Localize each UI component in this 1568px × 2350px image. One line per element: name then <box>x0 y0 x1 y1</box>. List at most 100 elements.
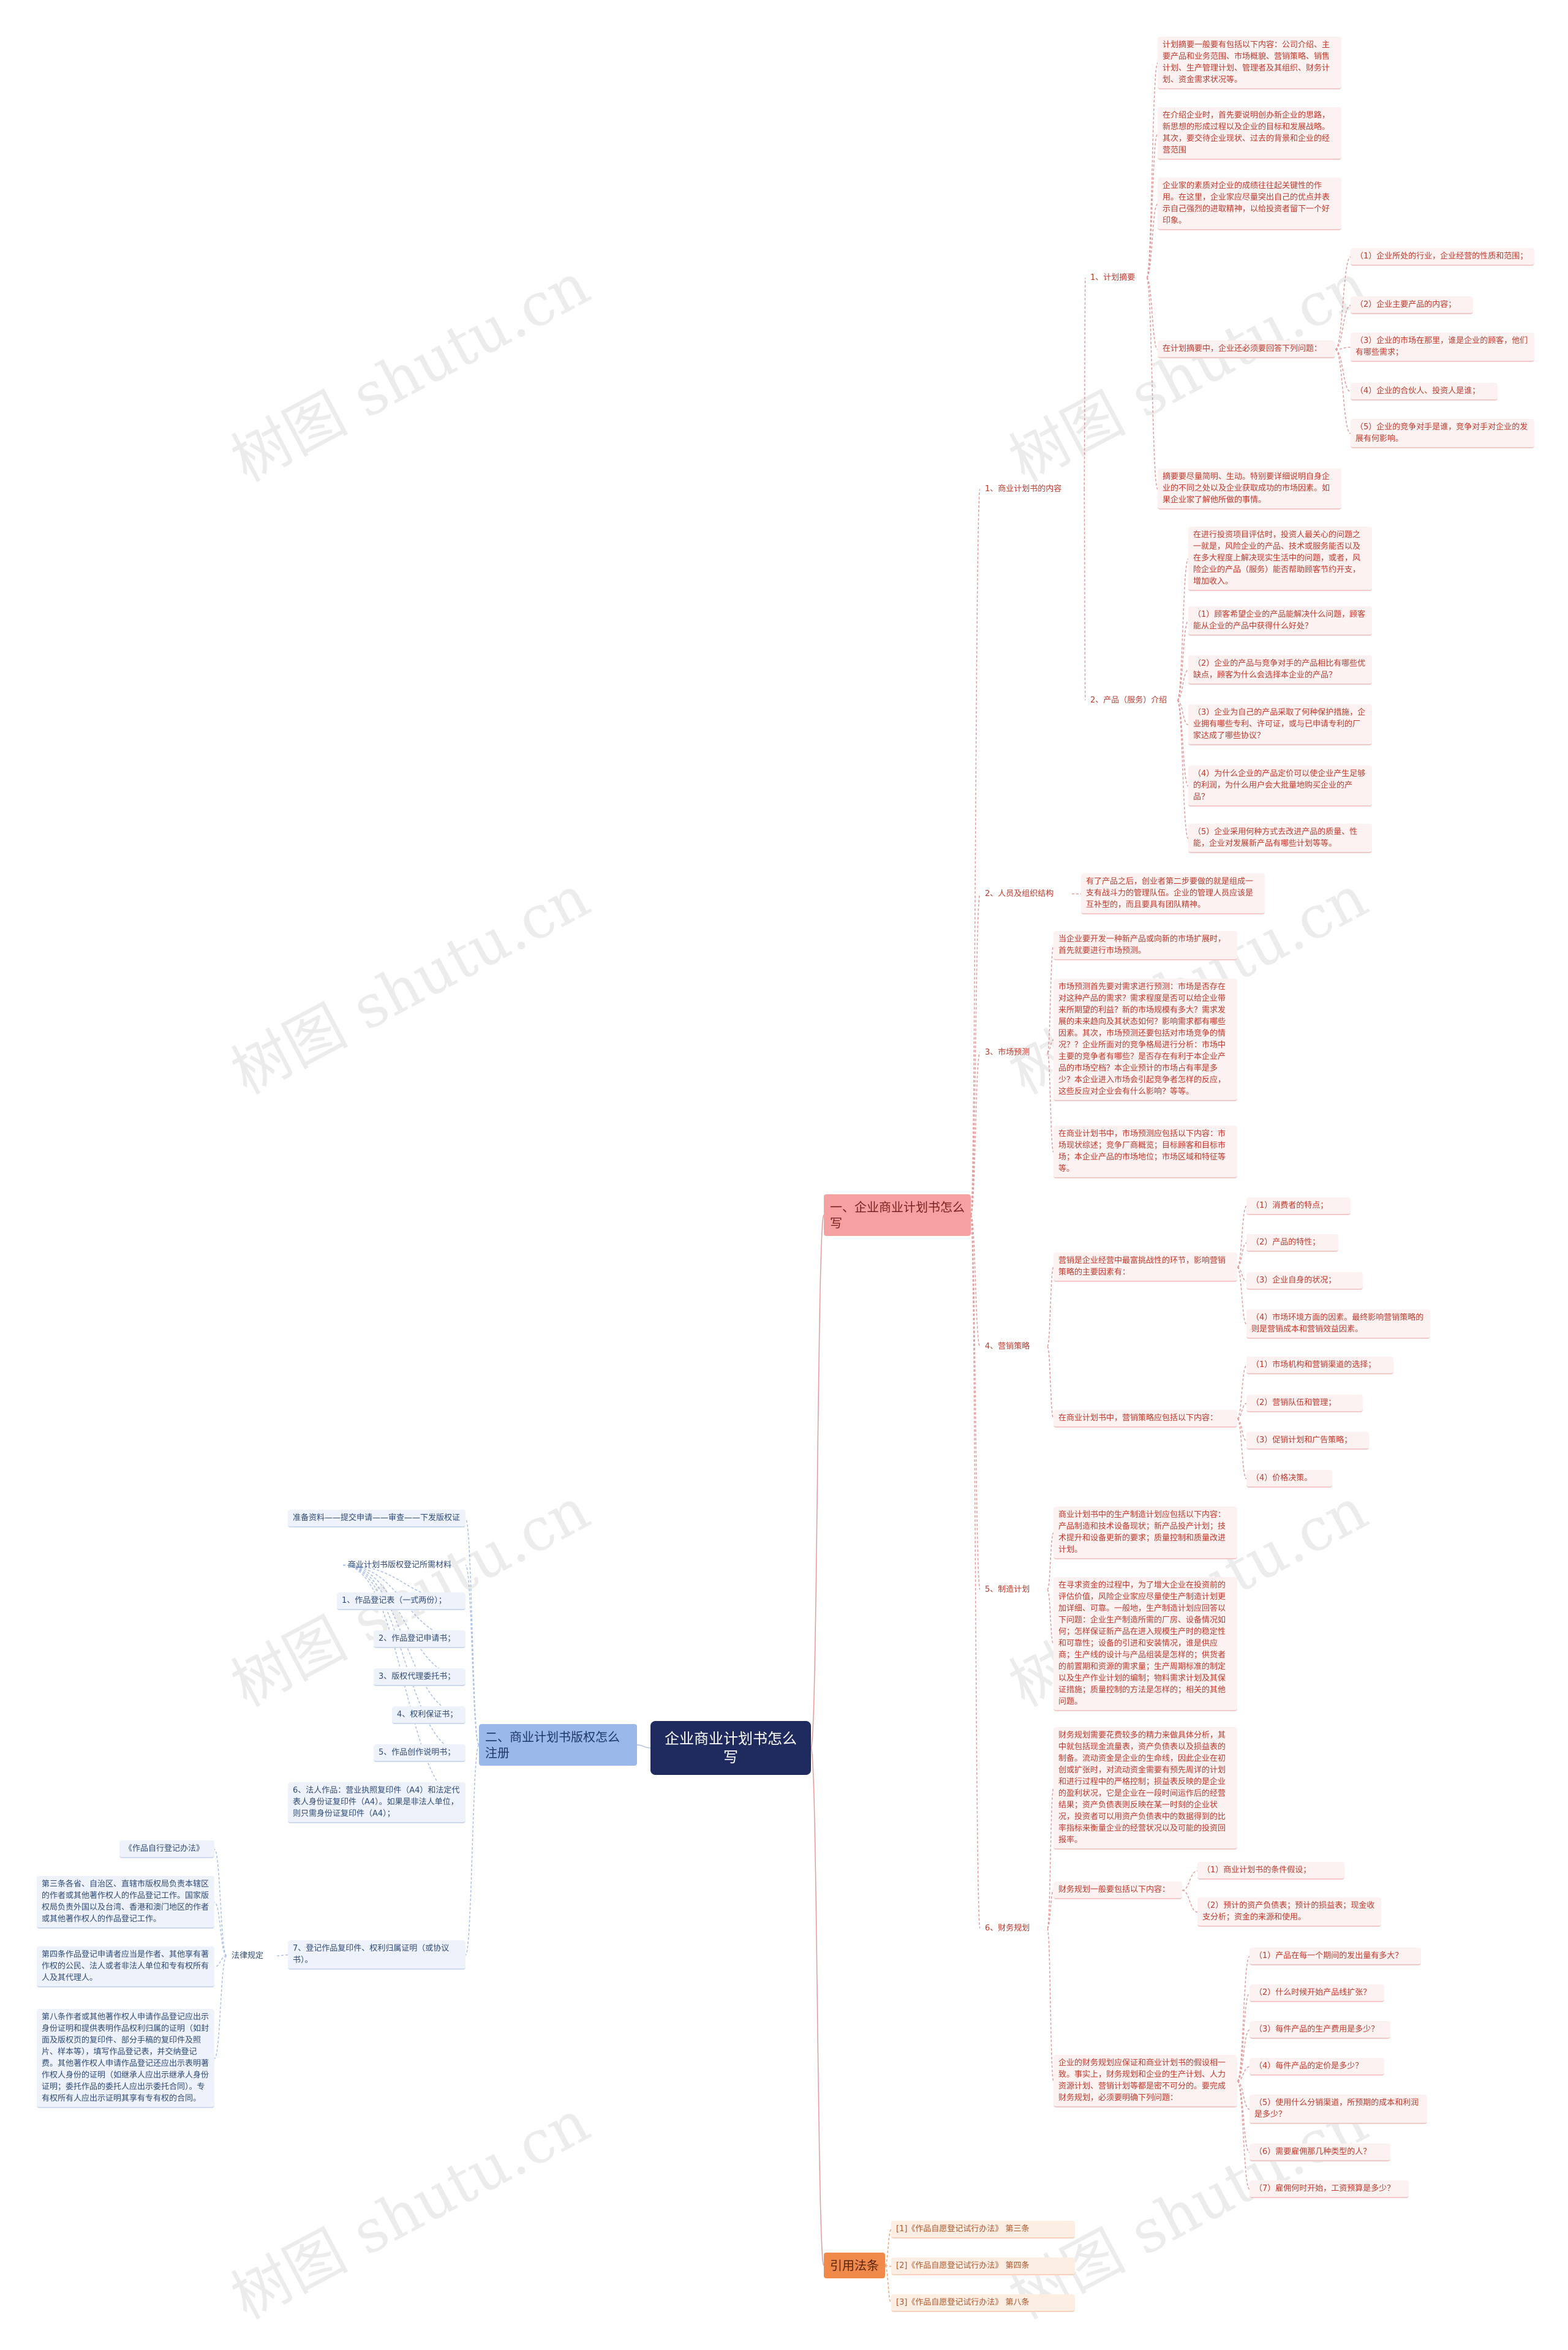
material-item: 7、登记作品复印件、权利归属证明（或协议书）。 <box>288 1940 466 1970</box>
finance-assumption-text: 企业的财务规划应保证和商业计划书的假设相一致。事实上，财务规划和企业的生产计划、… <box>1054 2055 1237 2107</box>
connector-line <box>1146 62 1158 279</box>
connector-line <box>1237 1267 1247 1282</box>
law-article: 第八条作者或其他著作权人申请作品登记应出示身份证明和提供表明作品权利归属的证明（… <box>37 2009 214 2108</box>
summary-contents-text: 计划摘要一般要有包括以下内容：公司介绍、主要产品和业务范围、市场概貌、营销策略、… <box>1158 37 1341 89</box>
section-market-forecast[interactable]: 3、市场预测 <box>985 1048 1030 1057</box>
product-question: （4）为什么企业的产品定价可以使企业产生足够的利润，为什么用户会大批量地购买企业… <box>1188 766 1372 807</box>
branch-references[interactable]: 引用法条 <box>824 2253 885 2278</box>
connector-line <box>1335 304 1351 350</box>
finance-overview-text: 财务规划需要花费较多的精力来做具体分析，其中就包括现金流量表，资产负债表以及损益… <box>1054 1727 1237 1850</box>
market-demand-text: 市场预测首先要对需求进行预测：市场是否存在对这种产品的需求？需求程度是否可以给企… <box>1054 979 1237 1101</box>
summary-question: （4）企业的合伙人、投资人是谁； <box>1351 383 1498 401</box>
product-intro-text: 在进行投资项目评估时，投资人最关心的问题之一就是，风险企业的产品、技术或服务能否… <box>1188 527 1372 591</box>
law-provisions[interactable]: 法律规定 <box>232 1951 264 1960</box>
connector-line <box>1047 1589 1054 1645</box>
product-question: （3）企业为自己的产品采取了何种保护措施，企业拥有哪些专利、许可证，或与已申请专… <box>1188 704 1372 745</box>
marketing-factor: （3）企业自身的状况； <box>1246 1272 1363 1290</box>
branch-copyright-register[interactable]: 二、商业计划书版权怎么注册 <box>479 1724 637 1766</box>
connector-line <box>970 893 981 1216</box>
reference-item[interactable]: [3]《作品自愿登记试行办法》 第八条 <box>891 2294 1075 2312</box>
connector-line <box>1047 1039 1054 1053</box>
plan-summary[interactable]: 1、计划摘要 <box>1090 273 1136 282</box>
connector-line <box>810 1747 824 2266</box>
summary-question: （5）企业的竞争对手是谁，竞争对手对企业的发展有何影响。 <box>1351 419 1534 448</box>
finance-contents-text: 财务规划一般要包括以下内容： <box>1054 1881 1182 1899</box>
connector-line <box>1084 277 1086 490</box>
connector-line <box>1047 1346 1054 1420</box>
connector-line <box>1047 1889 1054 1929</box>
connector-line <box>884 2265 892 2304</box>
finance-question: （1）产品在每一个期间的发出量有多大？ <box>1250 1948 1421 1965</box>
manufacturing-contents-text: 商业计划书中的生产制造计划应包括以下内容：产品制造和技术设备现状；新产品投产计划… <box>1054 1507 1237 1559</box>
connector-line <box>1047 1052 1054 1153</box>
summary-question: （3）企业的市场在那里，谁是企业的顾客，他们有哪些需求； <box>1351 333 1534 362</box>
summary-question: （2）企业主要产品的内容； <box>1351 296 1473 314</box>
marketing-item: （3）促销计划和广告策略； <box>1246 1432 1369 1450</box>
connector-line <box>214 1848 227 1957</box>
marketing-factor: （1）消费者的特点； <box>1246 1197 1351 1215</box>
registration-steps: 准备资料——提交申请——审查——下发版权证 <box>288 1510 466 1527</box>
section-finance[interactable]: 6、财务规划 <box>985 1924 1030 1933</box>
connector-line <box>1047 945 1054 1053</box>
connector-line <box>1237 1403 1247 1420</box>
finance-question: （4）每件产品的定价是多少？ <box>1250 2058 1384 2076</box>
connector-line <box>1177 558 1189 701</box>
connector-line <box>342 1564 466 1678</box>
finance-question: （2）什么时候开始产品线扩张？ <box>1250 1984 1384 2002</box>
marketing-item: （1）市场机构和营销渠道的选择； <box>1246 1357 1393 1374</box>
branch-write-plan[interactable]: 一、企业商业计划书怎么写 <box>824 1194 971 1236</box>
connector-line <box>1047 1788 1054 1929</box>
connector-line <box>1177 699 1189 726</box>
connector-line <box>1047 1267 1054 1347</box>
reference-item[interactable]: [2]《作品自愿登记试行办法》 第四条 <box>891 2258 1075 2275</box>
connector-line <box>1237 1956 1250 2082</box>
reference-item[interactable]: [1]《作品自愿登记试行办法》 第三条 <box>891 2221 1075 2239</box>
summary-concise-text: 摘要要尽量简明、生动。特别要详细说明自身企业的不同之处以及企业获取成功的市场因素… <box>1158 469 1341 510</box>
material-item: 4、权利保证书； <box>392 1706 466 1724</box>
law-title: 《作品自行登记办法》 <box>119 1840 214 1858</box>
section-plan-contents[interactable]: 1、商业计划书的内容 <box>985 484 1062 494</box>
connector-line <box>970 1215 981 1929</box>
product-intro[interactable]: 2、产品（服务）介绍 <box>1090 696 1167 705</box>
finance-item: （1）商业计划书的条件假设； <box>1197 1862 1344 1880</box>
connector-line <box>214 1955 227 1968</box>
connector-line <box>465 1518 480 1746</box>
material-item: 5、作品创作说明书； <box>374 1744 466 1762</box>
product-question: （2）企业的产品与竞争对手的产品相比有哪些优缺点，顾客为什么会选择本企业的产品？ <box>1188 655 1372 685</box>
registration-materials[interactable]: 商业计划书版权登记所需材料 <box>348 1561 452 1570</box>
connector-line <box>1237 2081 1250 2190</box>
connector-line <box>1237 1205 1247 1268</box>
connector-line <box>1182 1870 1198 1891</box>
marketing-factor: （2）产品的特性； <box>1246 1234 1338 1252</box>
material-item: 1、作品登记表（一式两份）； <box>337 1592 466 1610</box>
marketing-contents-text: 在商业计划书中，营销策略应包括以下内容： <box>1054 1410 1237 1428</box>
connector-line <box>1237 1418 1247 1480</box>
personnel-text: 有了产品之后，创业者第二步要做的就是组成一支有战斗力的管理队伍。企业的管理人员应… <box>1081 873 1265 914</box>
connector-line <box>1177 699 1189 839</box>
connector-line <box>465 1564 480 1746</box>
connector-line <box>1237 1267 1247 1325</box>
finance-item: （2）预计的资产负债表；预计的损益表；现金收支分析；资金的来源和使用。 <box>1197 1897 1381 1927</box>
connector-line <box>810 1215 824 1749</box>
section-manufacturing[interactable]: 5、制造计划 <box>985 1585 1030 1594</box>
connector-line <box>1047 1927 1054 2082</box>
connector-line <box>1177 620 1189 701</box>
connector-line <box>1047 1532 1054 1591</box>
connector-line <box>970 1052 981 1216</box>
connector-line <box>1335 348 1351 393</box>
marketing-factors-text: 营销是企业经营中最富挑战性的环节，影响营销策略的主要因素有： <box>1054 1252 1237 1282</box>
summary-question: （1）企业所处的行业，企业经营的性质和范围； <box>1351 248 1534 266</box>
material-item: 3、版权代理委托书； <box>374 1668 466 1686</box>
connector-line <box>970 488 981 1216</box>
finance-question: （5）使用什么分销渠道，所预期的成本和利润是多少？ <box>1250 2095 1427 2124</box>
connector-line <box>884 2229 892 2266</box>
connector-line <box>214 1955 227 2059</box>
market-contents-text: 在商业计划书中，市场预测应包括以下内容：市场现状综述；竞争厂商概览；目标顾客和目… <box>1054 1126 1237 1178</box>
section-personnel[interactable]: 2、人员及组织结构 <box>985 889 1054 898</box>
connector-line <box>1237 1992 1250 2082</box>
summary-entrepreneur-text: 企业家的素质对企业的成绩往往起关键性的作用。在这里，企业家应尽量突出自己的优点并… <box>1158 178 1341 230</box>
connector-line <box>636 1744 651 1749</box>
connector-line <box>1335 347 1351 350</box>
root-node[interactable]: 企业商业计划书怎么写 <box>650 1721 811 1775</box>
section-marketing[interactable]: 4、营销策略 <box>985 1342 1030 1351</box>
